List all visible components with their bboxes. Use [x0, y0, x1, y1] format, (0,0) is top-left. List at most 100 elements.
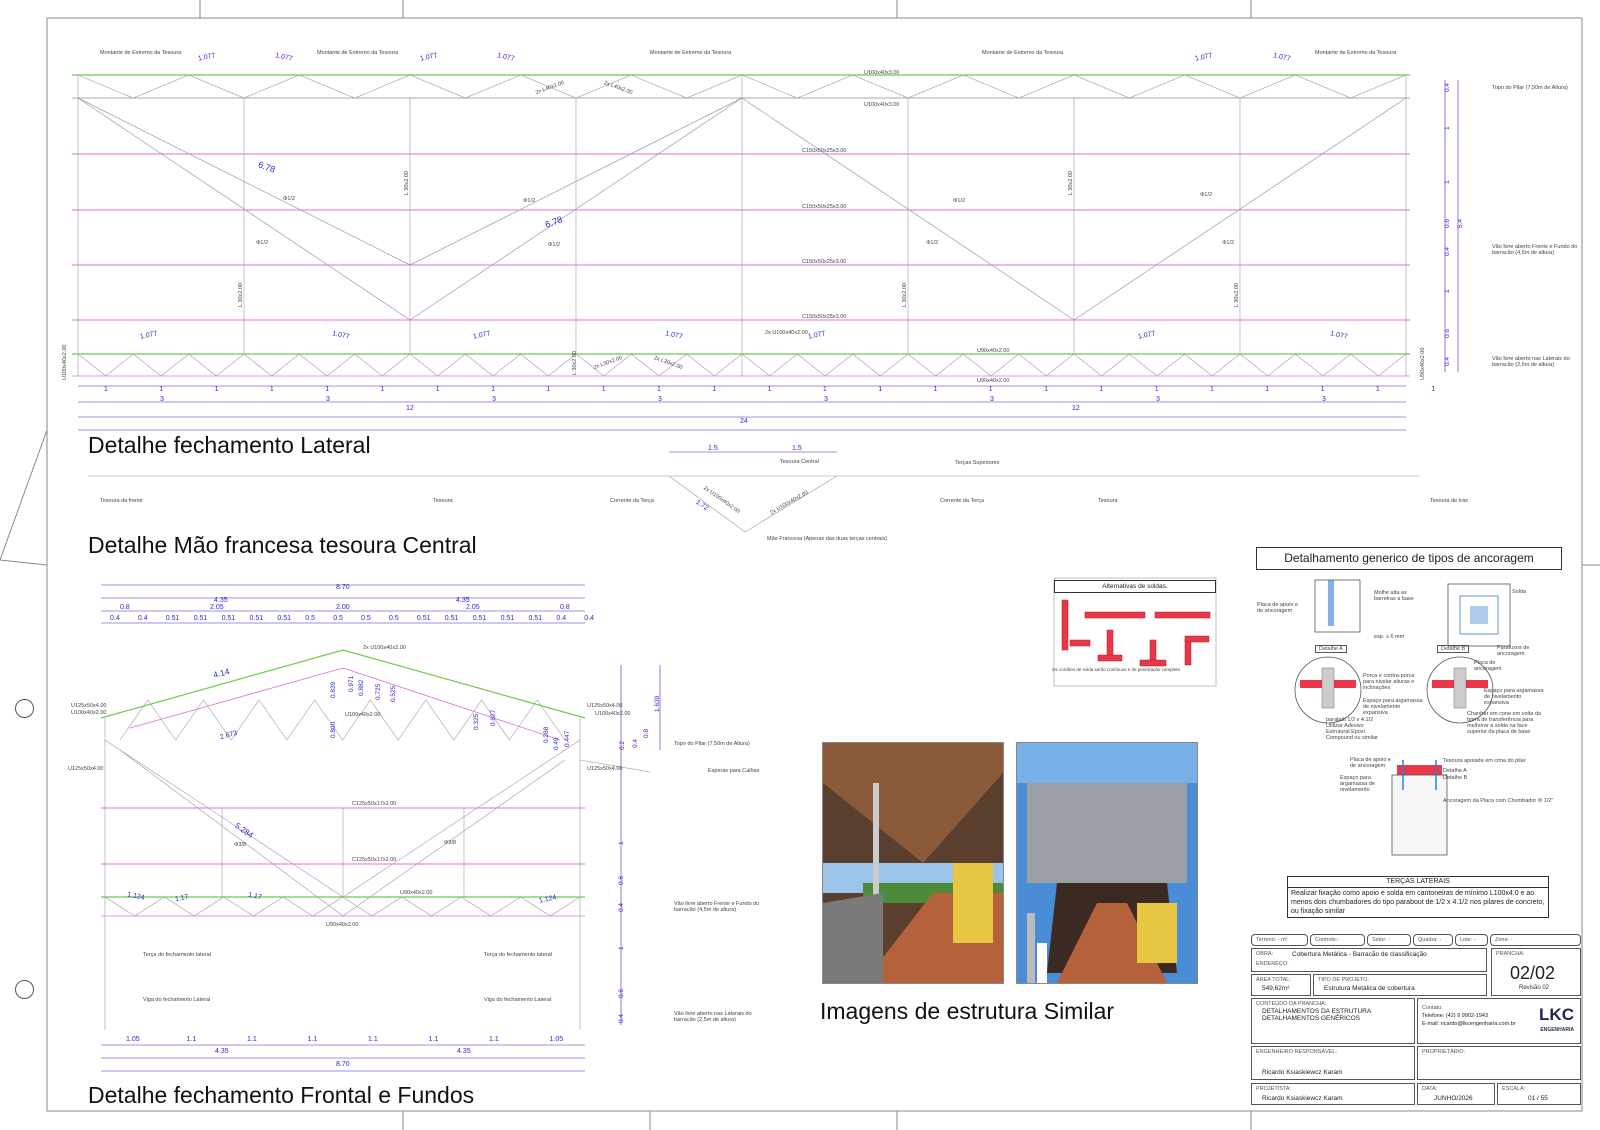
dim-label: 0.4 — [584, 615, 595, 622]
frontal-bottom-label: Terça do fechamento lateral — [484, 952, 552, 958]
member-label: L 30x2.00 — [404, 171, 410, 195]
detalhe-a-tag: Detalhe A — [1315, 645, 1347, 654]
dim-label: 3 — [326, 396, 330, 403]
dim-label: 0.51 — [165, 615, 180, 622]
dim-label: 1.05 — [126, 1036, 140, 1043]
dim-label: 2.05 — [210, 604, 224, 611]
elev-dim: 1 — [1444, 289, 1451, 293]
frontal-left-dim: 0.6 — [618, 988, 625, 998]
rod-label: Φ1/2 — [1222, 240, 1235, 246]
frontal-dim: 8.70 — [336, 584, 350, 591]
dim-label: 1 — [104, 386, 108, 393]
tb-row1-cell: Terreno: - m² — [1251, 934, 1308, 946]
frontal-left-dim: 0.4 — [618, 1013, 625, 1023]
tb-row1-text: Lote: - — [1460, 937, 1476, 943]
rod-label: Φ1/2 — [523, 198, 536, 204]
lateral-top-label: Montante de Extremo da Tesoura — [317, 50, 399, 56]
rod-label: Φ1/2 — [283, 196, 296, 202]
level-label: Vão livre aberto nas Laterais do barracã… — [1492, 356, 1570, 369]
dim-label: 0.8 — [560, 604, 570, 611]
dim-label: 1 — [214, 386, 219, 393]
frontal-vdim: 0.839 — [330, 681, 337, 698]
dim-label: 0.5 — [333, 615, 343, 622]
anc-label: Ancoragem da Placa com Chumbador Φ 1/2" — [1443, 798, 1554, 804]
tb-contato-key: Contato: — [1422, 1005, 1443, 1011]
lateral-dim-12: 12 — [1072, 405, 1080, 412]
lateral-top-label: Montante de Extremo da Tesoura — [650, 50, 732, 56]
anc-label: parabolt 1/2 x 4.1/2 Utilizar Adesivo Es… — [1326, 717, 1378, 742]
dim-label: 1.1 — [247, 1036, 257, 1043]
dim-label: 0.5 — [389, 615, 399, 622]
frontal-left-dim: 0.6 — [618, 875, 625, 885]
frontal-bottom-half: 4.35 — [215, 1048, 229, 1055]
frontal-vdim: 0.447 — [564, 730, 571, 747]
tb-conteudo-key: CONTEÚDO DA PRANCHA: — [1256, 1001, 1327, 1007]
dim-label: 1 — [491, 386, 495, 393]
frontal-vdim: 0.725 — [375, 683, 382, 700]
tb-row1-text: Controle:- — [1315, 937, 1340, 943]
anc-label: Chanfrar em cone em volta da barra de tr… — [1467, 711, 1541, 736]
member-label: U100x40x2.00 — [71, 710, 107, 716]
tb-data-value: JUNHO/2026 — [1434, 1095, 1473, 1102]
tb-row1-text: Terreno: - m² — [1256, 937, 1288, 943]
tb-row1-text: Zona: - — [1495, 937, 1513, 943]
member-label: C150x50x25x3.00 — [802, 259, 847, 265]
rod-label: Φ1/2 — [548, 242, 561, 248]
dim-label: 1.1 — [428, 1036, 439, 1043]
anc-label: esp. ≥ 6 mm — [1374, 634, 1405, 640]
dim-label: 1 — [988, 386, 993, 393]
detalhe-b-tag: Detalhe B — [1437, 645, 1470, 654]
tb-engenheiro: ENGENHEIRO RESPONSÁVEL: Ricardo Ksiaskie… — [1251, 1046, 1415, 1080]
dim-label: 1 — [325, 386, 330, 393]
elev-dim: 1 — [1444, 126, 1451, 130]
tb-email: E-mail: ricardo@lkcengenharia.com.br — [1422, 1021, 1516, 1027]
dim-label: 3 — [492, 396, 496, 403]
frontal-right-dim: 0.8 — [643, 728, 650, 738]
frontal-truss — [100, 584, 661, 1072]
dim-label: 1 — [657, 386, 661, 393]
anc-label: Parafusos de ancoragem — [1497, 645, 1530, 658]
member-label: U90x40x2.00 — [400, 890, 433, 896]
tb-obra-value: Cobertura Metálica - Barracão de classif… — [1292, 951, 1427, 958]
dim-label: 1 — [1044, 386, 1048, 393]
dim-label: 1 — [822, 386, 827, 393]
frontal-vdim: 0.800 — [330, 721, 337, 738]
tb-endereco-key: ENDEREÇO: — [1256, 961, 1289, 967]
lateral-top-label: Montante de Extremo da Tesoura — [1315, 50, 1397, 56]
title-frontal: Detalhe fechamento Frontal e Fundos — [88, 1082, 475, 1108]
tb-projetista: PROJETISTA: Ricardo Ksiaskiewcz Karam — [1251, 1083, 1415, 1105]
member-label: U100x40x3.00 — [864, 70, 900, 76]
tb-obra-key: OBRA: — [1256, 951, 1274, 957]
member-label: C150x50x25x3.00 — [802, 148, 847, 154]
dim-label: 1 — [435, 386, 440, 393]
frontal-vdim: 0.525 — [390, 685, 397, 702]
dim-label: 1 — [159, 386, 164, 393]
lateral-truss — [72, 74, 1459, 431]
mao-label: Corrente da Terça — [610, 498, 654, 504]
lateral-dim-total: 24 — [740, 418, 748, 425]
frontal-bottom-label: Viga do fechamento Lateral — [143, 997, 211, 1003]
dim-label: 3 — [160, 396, 164, 403]
frontal-vdim: 0.49 — [553, 737, 560, 750]
mao-dim: 1.5 — [708, 445, 718, 452]
tb-row1-cell: Quadra: - — [1413, 934, 1453, 946]
elev-dim: 0.4 — [1444, 246, 1451, 256]
anc-label: Detalhe A — [1443, 768, 1467, 774]
tb-prancha-key: PRANCHA: — [1496, 951, 1525, 957]
dim-label: 0.4 — [556, 615, 567, 622]
member-label: U100x40x2.00 — [595, 711, 631, 717]
dim-label: 3 — [990, 396, 994, 403]
lateral-dim-12: 12 — [406, 405, 414, 412]
tb-proprietario: PROPRIETÁRIO: — [1417, 1046, 1581, 1080]
frontal-vdim: 0.971 — [348, 675, 355, 692]
tb-prancha-value: 02/02 — [1510, 963, 1556, 983]
dim-label: 1 — [1265, 386, 1270, 393]
dim-label: 0.5 — [305, 615, 316, 622]
tb-prancha: PRANCHA: 02/02 Revisão 02 — [1491, 948, 1581, 996]
level-label: Topo do Pilar (7,50m de Altura) — [1492, 85, 1568, 91]
title-mao-francesa: Detalhe Mão francesa tesoura Central — [88, 532, 477, 558]
mao-label: Tesoura de trás — [1430, 498, 1468, 504]
tb-projetista-value: Ricardo Ksiaskiewcz Karam — [1262, 1095, 1343, 1102]
elev-dim: 0.6 — [1444, 328, 1451, 338]
